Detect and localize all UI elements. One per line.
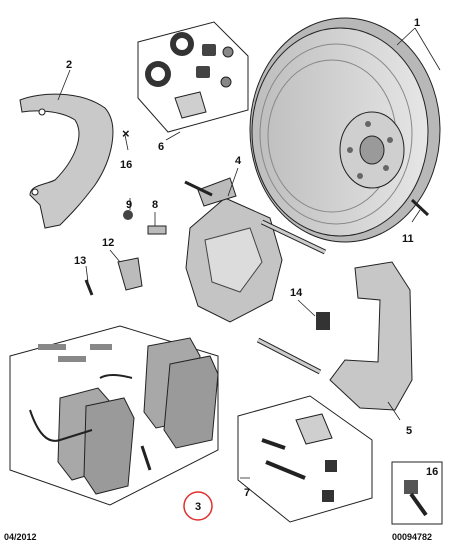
wear-sensor-clip xyxy=(117,257,143,291)
label-16-box: 16 xyxy=(426,466,438,478)
caliper-carrier xyxy=(329,261,413,411)
seal-kit-box xyxy=(137,21,249,133)
carrier-bolt xyxy=(316,312,330,330)
label-14: 14 xyxy=(290,287,303,299)
bleed-cap xyxy=(123,210,133,220)
label-16-top: 16 xyxy=(120,159,132,171)
guide-bolts xyxy=(184,180,327,375)
brake-pad-kit-box xyxy=(9,325,219,506)
label-11: 11 xyxy=(402,233,414,245)
label-6: 6 xyxy=(158,141,164,153)
label-13: 13 xyxy=(74,255,86,267)
x-mark: × xyxy=(122,126,130,141)
dust-shield xyxy=(19,93,114,229)
label-9: 9 xyxy=(126,199,132,211)
footer-date: 04/2012 xyxy=(4,532,37,542)
brake-disc xyxy=(249,17,441,243)
label-5: 5 xyxy=(406,425,412,437)
small-bolt xyxy=(84,279,94,296)
guide-kit-box xyxy=(237,395,373,523)
bleed-screw xyxy=(147,225,167,235)
label-12: 12 xyxy=(102,237,114,249)
label-2: 2 xyxy=(66,59,72,71)
leader-lines xyxy=(57,27,441,479)
brake-caliper xyxy=(185,177,283,323)
bolt-16-box xyxy=(391,461,443,525)
disc-screw xyxy=(410,198,430,217)
footer-reference: 00094782 xyxy=(392,532,433,542)
label-3: 3 xyxy=(195,501,201,513)
label-8: 8 xyxy=(152,199,158,211)
highlight-circle-3 xyxy=(183,491,213,521)
label-7: 7 xyxy=(244,487,250,499)
label-1: 1 xyxy=(414,17,420,29)
label-4: 4 xyxy=(235,155,242,167)
